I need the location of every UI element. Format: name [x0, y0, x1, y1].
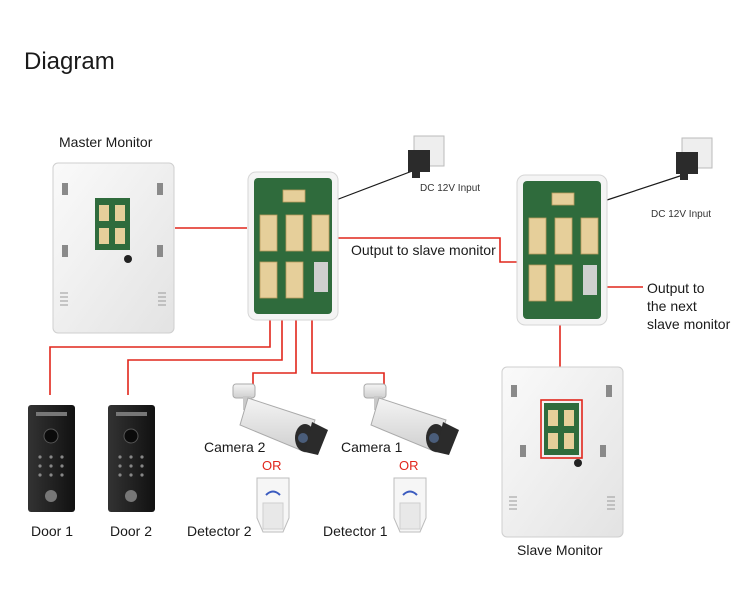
- slave-monitor: [501, 366, 624, 538]
- power-wire-slave-hub: [606, 174, 684, 201]
- wire-hub-to-slave-hub: [338, 237, 531, 263]
- master-monitor: [52, 162, 175, 334]
- master-monitor-label: Master Monitor: [59, 134, 153, 150]
- detector2-label: Detector 2: [187, 523, 252, 539]
- wire-to-camera1: [311, 305, 385, 390]
- camera2-label: Camera 2: [204, 439, 266, 455]
- output-next-label-line3: slave monitor: [647, 316, 731, 332]
- or-right-label: OR: [399, 458, 419, 473]
- detector1-label: Detector 1: [323, 523, 388, 539]
- door-station-1: [28, 405, 75, 512]
- dc-input-label-2: DC 12V Input: [651, 209, 712, 220]
- door-station-2: [108, 405, 155, 512]
- wire-to-camera2: [252, 305, 297, 390]
- power-adapter-1: [408, 135, 445, 178]
- power-adapter-2: [676, 137, 713, 180]
- output-next-label-line2: the next: [647, 298, 697, 314]
- door2-label: Door 2: [110, 523, 153, 539]
- dc-input-label-1: DC 12V Input: [420, 183, 481, 194]
- slave-monitor-label: Slave Monitor: [517, 542, 603, 558]
- power-wire-hub: [335, 169, 416, 201]
- detector-1: [393, 477, 427, 533]
- output-slave-label: Output to slave monitor: [351, 242, 496, 258]
- camera1-label: Camera 1: [341, 439, 403, 455]
- output-next-label-line1: Output to: [647, 280, 705, 296]
- or-left-label: OR: [262, 458, 282, 473]
- door1-label: Door 1: [31, 523, 74, 539]
- camera-2: [232, 383, 328, 455]
- camera-1: [363, 383, 459, 455]
- detector-2: [256, 477, 290, 533]
- diagram-title: Diagram: [24, 48, 115, 75]
- wire-to-door1: [49, 305, 271, 395]
- wire-to-door2: [127, 305, 283, 395]
- junction-hub: [247, 171, 339, 321]
- power-wires: [335, 169, 684, 201]
- slave-junction-hub: [516, 174, 608, 326]
